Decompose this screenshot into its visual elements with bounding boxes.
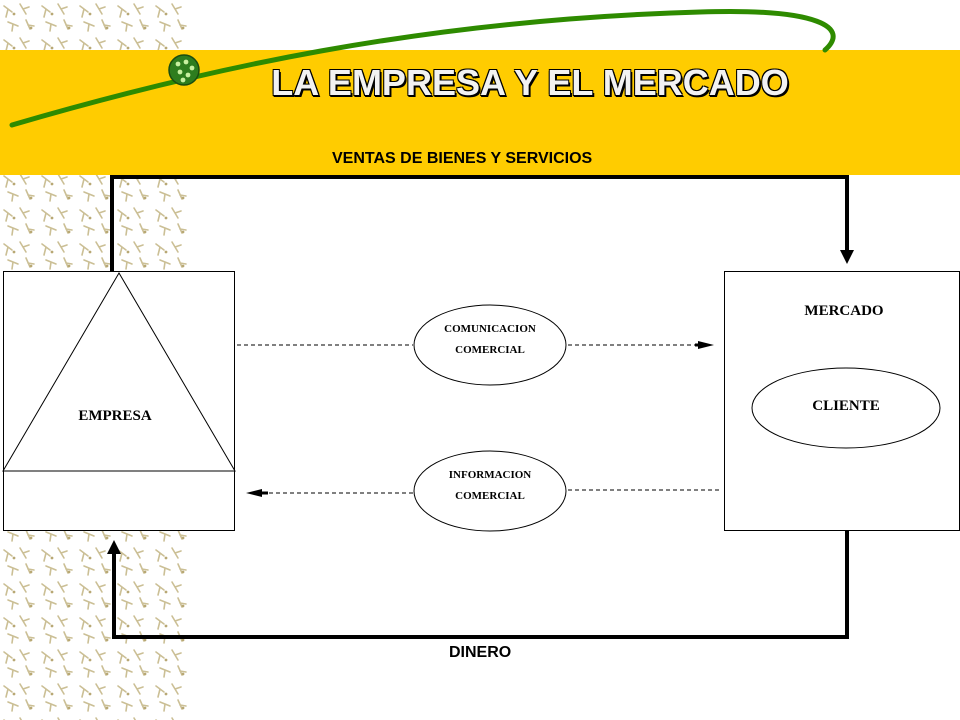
title-banner [0, 50, 960, 175]
mercado-label: MERCADO [804, 303, 884, 319]
slide-title: LA EMPRESA Y EL MERCADO [271, 62, 789, 103]
sales-flow-label: VENTAS DE BIENES Y SERVICIOS [332, 150, 593, 167]
comunicacion-arrowhead [698, 341, 714, 349]
informacion-arrowhead [246, 489, 262, 497]
informacion-label-line1: INFORMACION [448, 469, 532, 481]
empresa-triangle [2, 272, 236, 472]
informacion-label-line2: COMERCIAL [455, 490, 525, 502]
cliente-label: CLIENTE [812, 398, 880, 414]
sales-flow-arrow [110, 175, 849, 271]
sales-flow-arrowhead [840, 250, 854, 264]
comunicacion-label-line1: COMUNICACION [444, 323, 536, 335]
empresa-label: EMPRESA [78, 408, 152, 424]
comunicacion-ellipse [413, 304, 567, 386]
money-flow-arrowhead [107, 540, 121, 554]
cliente-ellipse [751, 367, 941, 449]
money-flow-label: DINERO [449, 644, 512, 661]
informacion-ellipse [413, 450, 567, 532]
globe-emblem-icon [168, 54, 200, 86]
comunicacion-label-line2: COMERCIAL [455, 344, 525, 356]
money-flow-arrow [112, 531, 849, 639]
